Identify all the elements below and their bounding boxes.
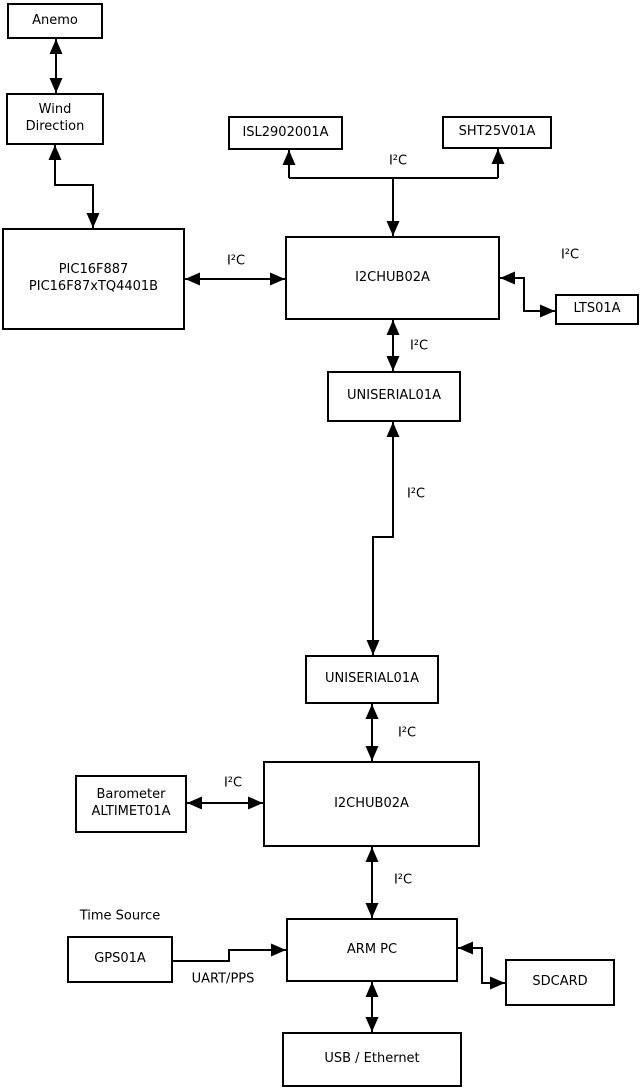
arrow-up-icon	[386, 422, 400, 437]
arrow-down-icon	[365, 903, 379, 918]
arrow-right-icon	[248, 796, 263, 810]
node-label: I2CHUB02A	[355, 269, 430, 285]
node-lts01a: LTS01A	[555, 294, 639, 325]
node-label-line2: ALTIMET01A	[91, 804, 171, 819]
edge-hub-uniserial-top	[386, 320, 400, 371]
arrow-down-icon	[86, 213, 100, 228]
node-label-line1: Wind	[38, 102, 72, 118]
arrow-down-icon	[365, 746, 379, 761]
node-anemo: Anemo	[7, 3, 103, 39]
arrow-up-icon	[365, 847, 379, 862]
edge-uniserial-hub-bottom	[365, 704, 379, 761]
edge-hub-lts	[500, 271, 555, 318]
arrow-up-icon	[491, 149, 505, 164]
arrow-left-icon	[185, 272, 200, 286]
label-time-source: Time Source	[79, 908, 161, 924]
edge-winddirection-pic	[48, 145, 100, 228]
node-barometer-altimet01a: Barometer ALTIMET01A	[75, 775, 187, 833]
label-i2c-hub-lts: I²C	[560, 247, 580, 263]
edge-hub-armpc	[365, 847, 379, 918]
node-label-line1: Barometer	[96, 787, 166, 803]
label-i2c-branch: I²C	[388, 153, 408, 169]
node-label: SHT25V01A	[458, 124, 536, 140]
arrow-left-icon	[187, 796, 202, 810]
arrow-up-icon	[386, 320, 400, 335]
node-label-line2: PIC16F87xTQ4401B	[28, 279, 159, 294]
node-label: UNISERIAL01A	[347, 388, 441, 404]
node-label-line1: PIC16F887	[58, 262, 129, 278]
label-i2c-uniserial-hub: I²C	[397, 725, 417, 741]
node-i2chub02a-top: I2CHUB02A	[285, 236, 500, 320]
edge-armpc-sdcard	[458, 941, 505, 990]
node-pic16f887: PIC16F887 PIC16F87xTQ4401B	[2, 228, 185, 330]
node-i2chub02a-bottom: I2CHUB02A	[263, 761, 480, 847]
node-isl2902001a: ISL2902001A	[228, 116, 343, 150]
arrow-right-icon	[540, 304, 555, 318]
edge-uniserial-link	[366, 422, 400, 655]
label-i2c-hub-uniserial: I²C	[409, 338, 429, 354]
arrow-up-icon	[49, 39, 63, 54]
node-sdcard: SDCARD	[505, 959, 615, 1006]
node-label: UNISERIAL01A	[325, 671, 419, 687]
node-sht25v01a: SHT25V01A	[442, 116, 552, 149]
node-label: ARM PC	[346, 941, 398, 957]
arrow-up-icon	[48, 145, 62, 160]
label-i2c-barometer-hub: I²C	[223, 775, 243, 791]
arrow-up-icon	[282, 150, 296, 165]
edge-pic-hub	[185, 272, 285, 286]
arrow-right-icon	[271, 943, 286, 957]
edge-hub-isl-sht-branch	[282, 149, 505, 236]
label-i2c-pic-hub: I²C	[226, 253, 246, 269]
arrow-down-icon	[386, 221, 400, 236]
arrow-down-icon	[366, 640, 380, 655]
arrow-down-icon	[386, 356, 400, 371]
arrow-down-icon	[49, 78, 63, 93]
arrow-left-icon	[500, 271, 515, 285]
node-label: Anemo	[32, 12, 78, 28]
node-label: GPS01A	[94, 951, 146, 967]
node-wind-direction: Wind Direction	[6, 93, 104, 145]
arrow-right-icon	[270, 272, 285, 286]
arrow-down-icon	[365, 1017, 379, 1032]
label-i2c-uniserial-link: I²C	[406, 486, 426, 502]
node-uniserial01a-bottom: UNISERIAL01A	[305, 655, 439, 704]
label-uart-pps: UART/PPS	[191, 971, 255, 987]
label-i2c-hub-armpc: I²C	[393, 872, 413, 888]
node-arm-pc: ARM PC	[286, 918, 458, 982]
arrow-up-icon	[365, 704, 379, 719]
node-uniserial01a-top: UNISERIAL01A	[327, 371, 461, 422]
node-label: ISL2902001A	[242, 124, 329, 140]
node-gps01a: GPS01A	[67, 936, 173, 983]
edge-gps-armpc	[173, 943, 286, 962]
edge-armpc-usb	[365, 982, 379, 1032]
arrow-up-icon	[365, 982, 379, 997]
edge-barometer-hub	[187, 796, 263, 810]
node-label: USB / Ethernet	[324, 1051, 420, 1067]
node-label: SDCARD	[532, 974, 588, 990]
node-label-line2: Direction	[25, 119, 85, 134]
arrow-right-icon	[490, 976, 505, 990]
node-usb-ethernet: USB / Ethernet	[282, 1032, 462, 1087]
arrow-left-icon	[458, 941, 473, 955]
node-label: I2CHUB02A	[334, 795, 409, 811]
edge-anemo-winddirection	[49, 39, 63, 93]
node-label: LTS01A	[573, 301, 621, 317]
